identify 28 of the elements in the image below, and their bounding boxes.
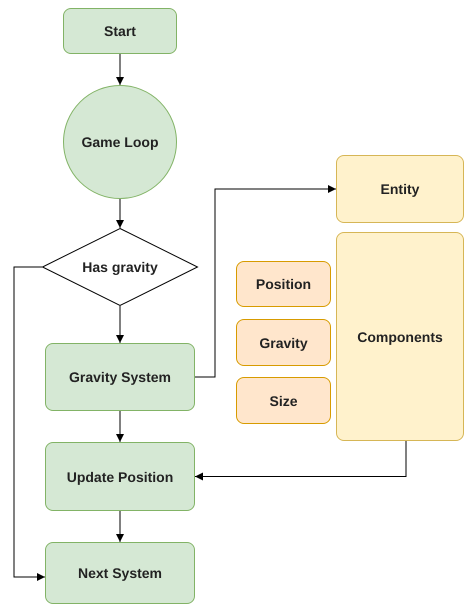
process-box: [236, 261, 331, 307]
arrow: [116, 510, 124, 542]
node-label: Game Loop: [81, 134, 158, 150]
arrow: [116, 306, 124, 344]
process-box: [45, 343, 195, 411]
node-label: Gravity: [259, 334, 308, 350]
arrow: [116, 410, 124, 442]
node-label: Position: [256, 276, 312, 292]
process-box: [236, 319, 331, 366]
node-label: Has gravity: [82, 259, 158, 275]
process-box: [236, 377, 331, 424]
process-box: [45, 442, 195, 511]
node-label: Next System: [78, 565, 162, 581]
process-box: [336, 155, 464, 223]
arrow: [116, 54, 124, 86]
node-label: Components: [357, 328, 443, 344]
node-label: Gravity System: [69, 369, 171, 385]
node-label: Entity: [380, 181, 420, 197]
process-box: [63, 8, 177, 54]
node-label: Size: [269, 392, 298, 408]
arrow: [194, 185, 336, 378]
arrow: [14, 266, 46, 581]
node-label: Start: [104, 23, 136, 39]
arrow: [194, 440, 406, 480]
process-box: [45, 542, 195, 604]
node-label: Update Position: [66, 468, 174, 484]
process-box: [336, 232, 464, 441]
arrow: [116, 198, 124, 228]
